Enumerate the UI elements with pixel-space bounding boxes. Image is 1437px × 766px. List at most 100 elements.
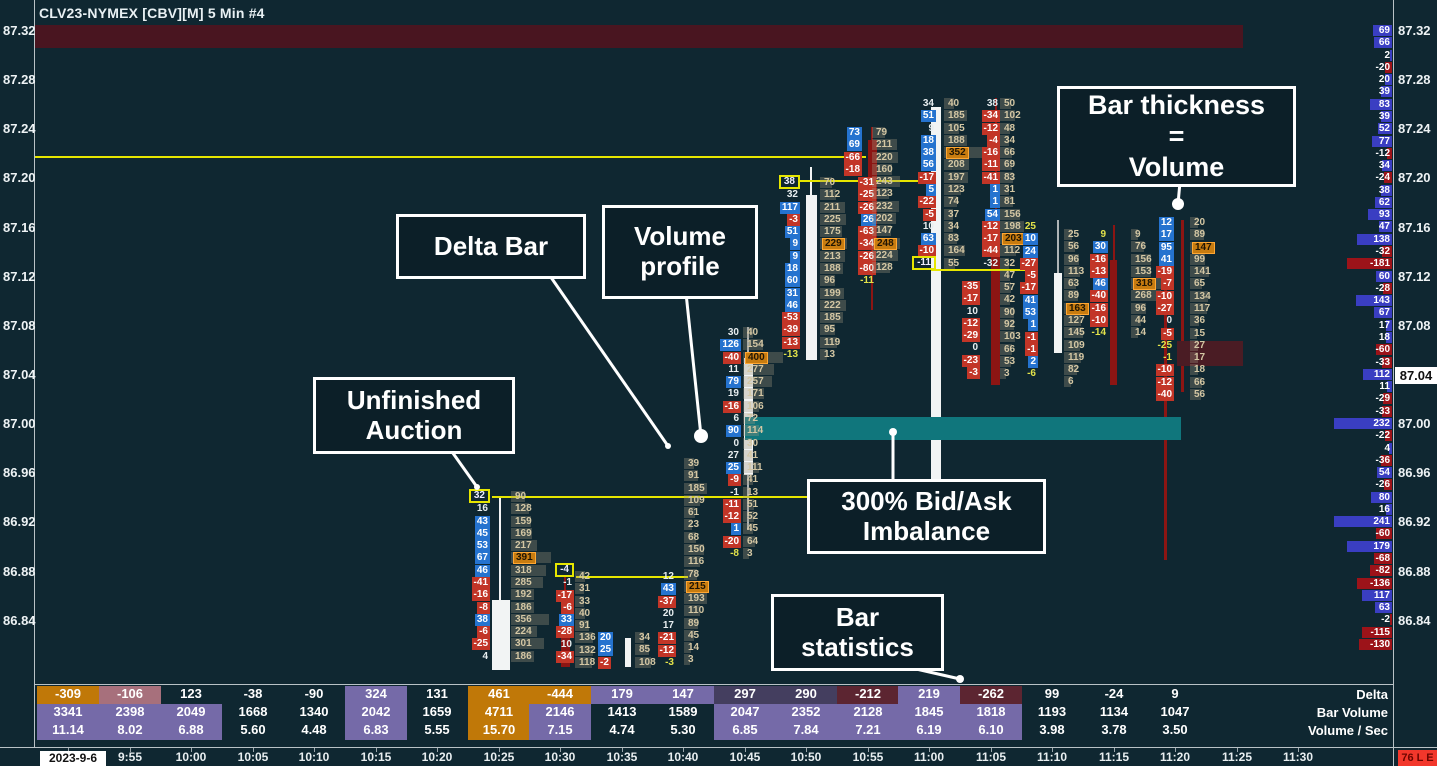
delta-histogram-value: 93 <box>1378 209 1390 220</box>
delta-cell: -4 <box>987 135 1000 147</box>
delta-cell: 126 <box>720 339 741 351</box>
volume-profile-bar <box>743 438 752 449</box>
time-label: 11:15 <box>1098 750 1130 764</box>
volume-cell: 232 <box>876 201 893 212</box>
delta-histogram-bar-positive <box>1385 320 1392 331</box>
delta-cell: 53 <box>474 540 490 552</box>
volume-profile-bar <box>944 209 954 220</box>
volume-cell: 23 <box>688 519 700 530</box>
delta-histogram-value: 62 <box>1378 197 1390 208</box>
annotation-imbalance: 300% Bid/Ask Imbalance <box>807 479 1046 554</box>
volume-cell: 188 <box>824 263 841 274</box>
delta-histogram-bar-negative <box>1375 528 1392 539</box>
volume-profile-bar <box>684 544 704 555</box>
delta-histogram-value: 52 <box>1378 123 1390 134</box>
delta-histogram-value: -181 <box>1369 258 1390 269</box>
time-label: 11:05 <box>975 750 1007 764</box>
volume-cell: 119 <box>1068 352 1085 363</box>
volume-cell: 18 <box>1194 364 1206 375</box>
time-label: 10:55 <box>852 750 884 764</box>
delta-histogram-value: -82 <box>1375 565 1390 576</box>
delta-cell: 67 <box>474 552 490 564</box>
volume-cell: 136 <box>579 632 596 643</box>
time-tick <box>376 748 377 752</box>
price-label-right: 87.16 <box>1398 220 1431 235</box>
volume-profile-bar <box>944 172 968 183</box>
delta-histogram-bar-positive <box>1367 209 1392 220</box>
delta-cell: 9 <box>928 123 934 134</box>
volume-cell: 109 <box>688 495 705 506</box>
volume-profile-bar <box>1000 319 1015 330</box>
delta-cell: 18 <box>784 263 800 275</box>
imbalance-band-teal <box>745 417 1181 440</box>
delta-histogram-bar-positive <box>1387 381 1392 392</box>
delta-cell: -10 <box>1155 291 1174 303</box>
volume-profile-bar <box>1000 294 1010 305</box>
delta-histogram-bar-negative <box>1375 344 1392 355</box>
volume-profile-bar <box>743 364 774 375</box>
delta-cell: -6 <box>561 602 574 614</box>
delta-histogram-value: -12 <box>1375 148 1390 159</box>
stat-delta-cell: -38 <box>243 686 263 701</box>
candle-bar <box>492 600 510 670</box>
delta-histogram-value: 2 <box>1384 50 1390 61</box>
left-scale-divider <box>34 0 35 748</box>
delta-histogram-bar-positive <box>1385 332 1392 343</box>
delta-cell: -11 <box>723 499 741 511</box>
delta-cell: -16 <box>1089 254 1108 266</box>
volume-cell: 197 <box>948 172 965 183</box>
volume-profile-bar <box>1000 307 1015 318</box>
volume-cell: 164 <box>948 245 965 256</box>
delta-histogram-bar-positive <box>1374 602 1392 613</box>
delta-cell: 26 <box>860 214 876 226</box>
stat-volume-cell: 1845 <box>898 704 960 722</box>
time-tick <box>1114 748 1115 752</box>
volume-profile-bar <box>1000 368 1007 379</box>
delta-cell: 56 <box>920 159 936 171</box>
volume-profile-bar <box>1064 266 1081 277</box>
volume-cell: 15 <box>1194 328 1206 339</box>
volume-profile-bar <box>743 511 754 522</box>
delta-histogram-value: -28 <box>1375 283 1390 294</box>
delta-histogram-bar-positive <box>1373 307 1392 318</box>
price-label-right: 87.12 <box>1398 269 1431 284</box>
candle-bar <box>1113 225 1115 260</box>
delta-cell: -27 <box>1019 258 1038 270</box>
volume-cell: 66 <box>1004 344 1016 355</box>
delta-histogram-bar-negative <box>1389 614 1392 625</box>
volume-cell: 185 <box>824 312 841 323</box>
delta-cell: 60 <box>784 275 800 287</box>
poc-volume-cell: 163 <box>1066 303 1089 315</box>
volume-cell: 70 <box>824 177 836 188</box>
delta-cell: -25 <box>471 638 490 650</box>
delta-cell: 9 <box>1100 229 1106 240</box>
price-label-right: 86.92 <box>1398 514 1431 529</box>
alert-line-yellow <box>35 156 866 158</box>
volume-cell: 90 <box>1004 307 1016 318</box>
volume-cell: 44 <box>1135 315 1147 326</box>
candle-bar <box>806 195 817 360</box>
volume-cell: 127 <box>1068 315 1085 326</box>
volume-profile-bar <box>743 474 753 485</box>
delta-cell: 16 <box>476 503 488 514</box>
candle-bar <box>991 250 1000 385</box>
time-tick <box>68 748 69 752</box>
volume-cell: 257 <box>747 376 764 387</box>
price-label-left: 87.28 <box>3 72 36 87</box>
volume-cell: 102 <box>1004 110 1021 121</box>
volume-cell: 6 <box>1068 376 1074 387</box>
delta-histogram-value: 17 <box>1378 320 1390 331</box>
volume-cell: 64 <box>747 536 759 547</box>
delta-histogram-value: 39 <box>1378 111 1390 122</box>
volume-cell: 118 <box>579 657 596 668</box>
volume-profile-bar <box>575 596 584 607</box>
volume-profile-bar <box>1190 340 1199 351</box>
volume-profile-bar <box>684 470 699 481</box>
delta-cell: -53 <box>781 312 800 324</box>
delta-cell: -17 <box>917 172 936 184</box>
delta-histogram-value: 67 <box>1378 307 1390 318</box>
right-scale-divider <box>1393 0 1394 766</box>
volume-profile-bar <box>1000 147 1012 158</box>
delta-histogram-value: -2 <box>1381 614 1390 625</box>
